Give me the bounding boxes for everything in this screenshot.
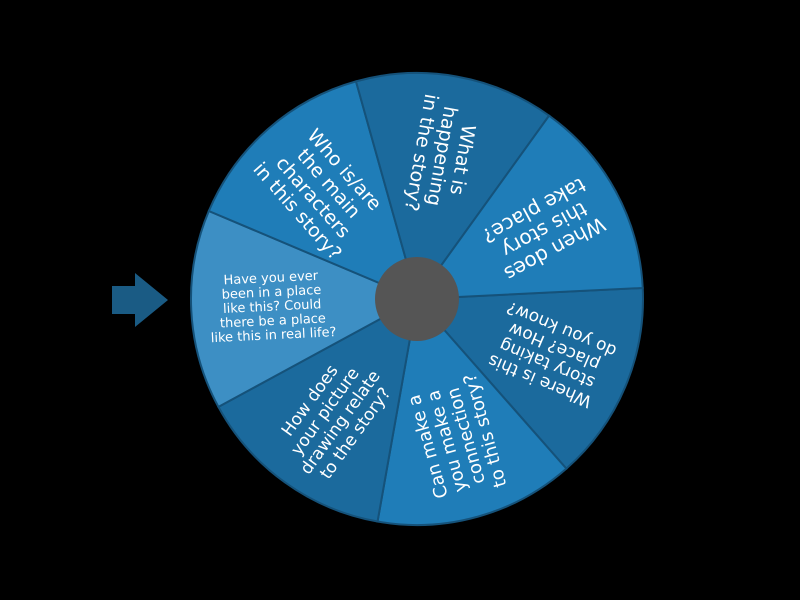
wheel-segment-label: Have you everbeen in a placelike this? C…: [208, 268, 337, 346]
wheel-segment-slice[interactable]: [414, 286, 644, 471]
wheel-segment[interactable]: Who is/arethe maincharactersin this stor…: [207, 80, 419, 301]
wheel-segment-label: What ishappeningin the story?: [400, 92, 484, 220]
arrow-right-icon: [112, 273, 168, 327]
wheel-segment[interactable]: How doesyour picturedrawing relateto the…: [217, 297, 419, 523]
wheel-segment-slice[interactable]: [376, 296, 568, 526]
wheel-segment-slice[interactable]: [414, 114, 644, 301]
wheel-segment[interactable]: Can make ayou make aconnectionto this st…: [376, 296, 568, 526]
wheel-segment-slice[interactable]: [354, 72, 551, 302]
wheel-segment-label: How doesyour picturedrawing relateto the…: [266, 345, 400, 489]
wheel-segment-slice[interactable]: [217, 297, 419, 523]
wheel-segment-slice[interactable]: [190, 209, 420, 409]
wheel-segment[interactable]: Where is thisstory takingplace? Howdo yo…: [414, 286, 644, 471]
wheel-hub[interactable]: [375, 257, 459, 341]
wheel-segment-slice[interactable]: [207, 80, 419, 301]
spinner-wheel[interactable]: Where is thisstory takingplace? Howdo yo…: [190, 72, 644, 526]
wheel-segment[interactable]: Have you everbeen in a placelike this? C…: [190, 209, 420, 409]
wheel-segment[interactable]: What ishappeningin the story?: [354, 72, 551, 302]
